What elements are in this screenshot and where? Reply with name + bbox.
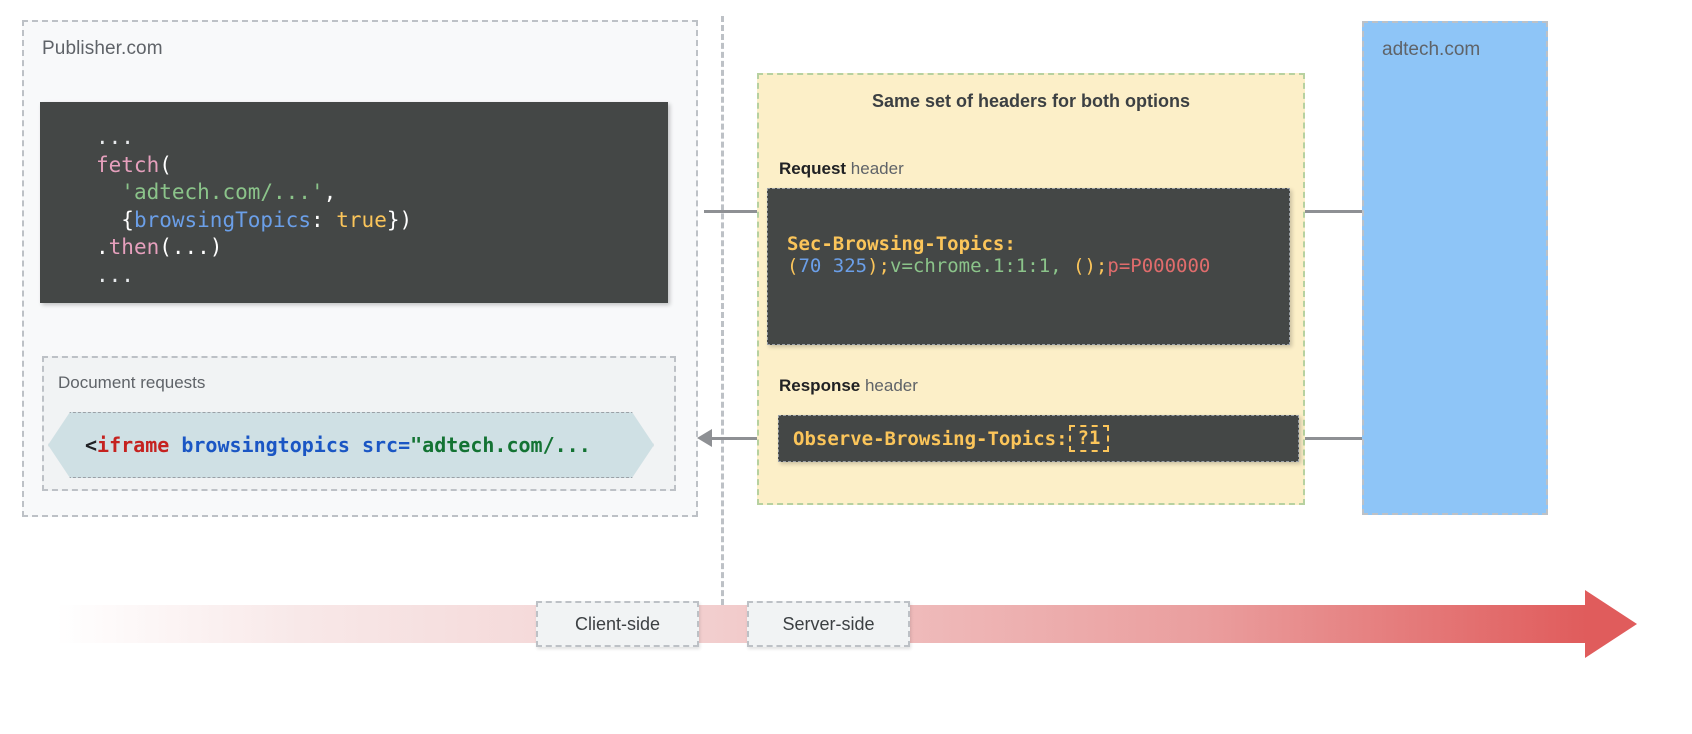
arrow-response-in-line [712, 437, 778, 440]
client-server-divider [721, 16, 724, 623]
code-ellipsis-top: ... [96, 125, 134, 149]
code-true-literal: true [336, 207, 387, 232]
iframe-snippet-chip: <iframe browsingtopics src="adtech.com/.… [48, 412, 654, 478]
sec-browsing-topics-value: (70 325);v=chrome.1:1:1, ();p=P000000 [787, 255, 1210, 277]
document-requests-label: Document requests [58, 373, 206, 392]
request-header-kicker-bold: Request [779, 159, 847, 178]
code-open-paren: ( [159, 152, 172, 177]
iframe-attributes: browsingtopics src= [169, 433, 411, 457]
code-open-brace: { [121, 207, 134, 232]
request-header-code-box: Sec-Browsing-Topics: (70 325);v=chrome.1… [767, 188, 1290, 345]
observe-browsing-topics-flag: ?1 [1068, 425, 1110, 452]
value-semicolon-1: ; [878, 255, 890, 277]
client-side-chip: Client-side [536, 601, 699, 647]
observe-browsing-topics-name: Observe-Browsing-Topics: [793, 427, 1068, 450]
value-p-param: p=P000000 [1107, 255, 1211, 277]
response-header-kicker-rest: header [860, 376, 918, 395]
response-header-kicker-bold: Response [779, 376, 861, 395]
adtech-panel [1362, 21, 1548, 515]
code-then-keyword: then [108, 235, 160, 259]
arrow-response-head [697, 429, 712, 447]
code-browsingtopics-prop: browsingTopics [133, 207, 311, 232]
value-version: v=chrome.1:1:1, [890, 255, 1062, 277]
arrow-request-to-adtech-line [1292, 210, 1368, 213]
code-close-brace-paren: }) [386, 207, 413, 232]
iframe-open-angle: < [85, 433, 98, 457]
request-header-kicker-rest: header [846, 159, 904, 178]
iframe-tag-name: iframe [97, 433, 170, 457]
code-fetch-keyword: fetch [96, 152, 160, 177]
timeline-arrow-head [1585, 590, 1637, 658]
publisher-label: Publisher.com [42, 38, 163, 59]
code-then-args: (...) [159, 235, 223, 259]
server-side-chip: Server-side [747, 601, 910, 647]
value-semicolon-2: ; [1095, 255, 1108, 277]
code-dot: . [96, 235, 109, 259]
code-ellipsis-bottom: ... [96, 262, 134, 287]
arrow-request-out-line [704, 210, 766, 213]
code-colon: : [310, 207, 337, 232]
response-header-code-box: Observe-Browsing-Topics:?1 [778, 415, 1299, 462]
adtech-label: adtech.com [1382, 39, 1481, 60]
value-topic-ids: 70 325 [798, 255, 868, 277]
iframe-src-value: "adtech.com/... [410, 433, 591, 457]
sec-browsing-topics-name: Sec-Browsing-Topics: [787, 233, 1016, 255]
headers-panel-title: Same set of headers for both options [871, 91, 1191, 111]
response-header-kicker: Response header [779, 376, 918, 396]
code-url-string: 'adtech.com/...' [121, 180, 324, 204]
request-header-kicker: Request header [779, 159, 904, 179]
code-comma: , [323, 180, 337, 204]
value-empty-set: () [1061, 255, 1096, 277]
value-paren-close: ) [867, 255, 879, 277]
arrow-response-from-adtech-line [1299, 437, 1369, 440]
fetch-code-block: ... fetch( 'adtech.com/...', {browsingTo… [40, 102, 668, 303]
value-paren-open: ( [787, 255, 799, 277]
